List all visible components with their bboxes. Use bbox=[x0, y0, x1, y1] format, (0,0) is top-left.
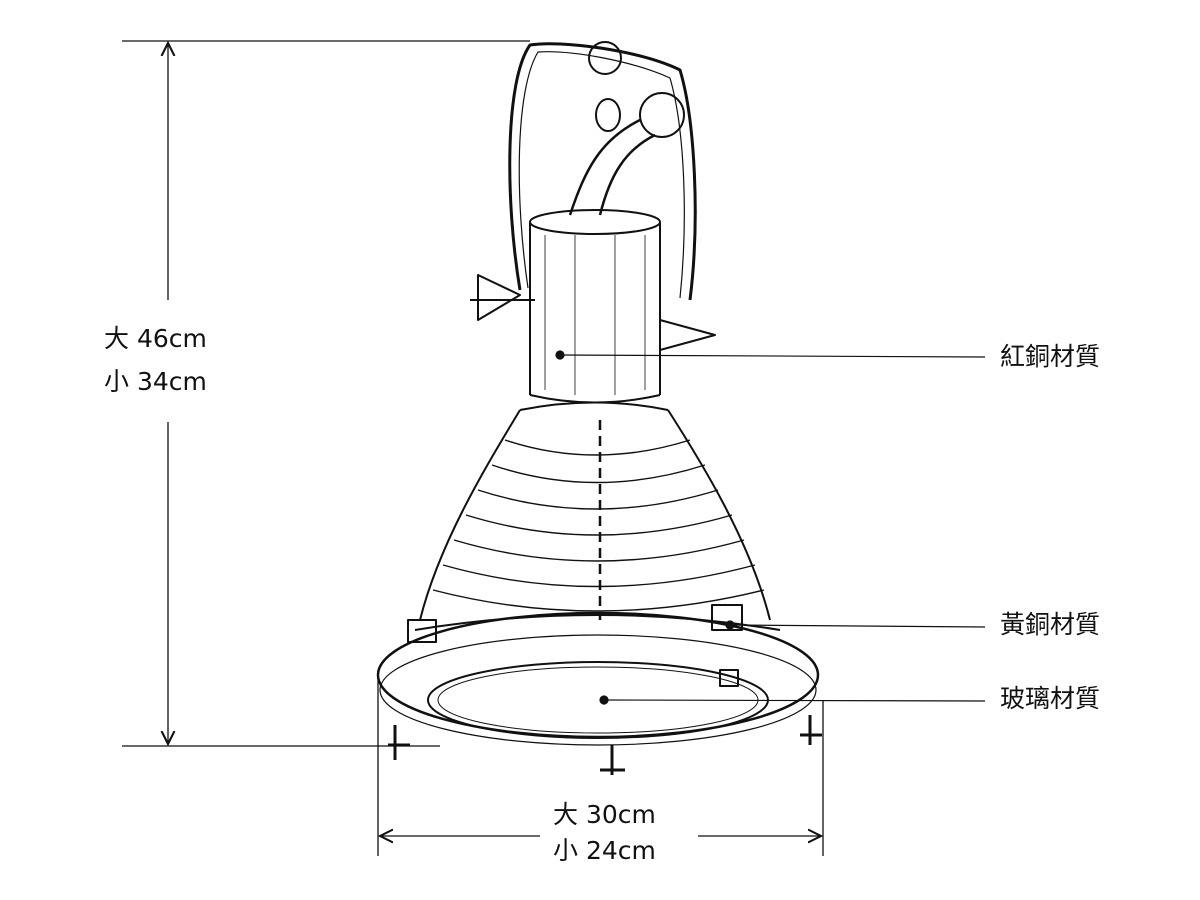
height-dimension bbox=[122, 40, 530, 747]
callout-dot-brass bbox=[725, 620, 735, 630]
width-small-label: 小 24cm bbox=[553, 836, 656, 865]
callout-brass-label: 黃銅材質 bbox=[1000, 610, 1101, 639]
width-dimension bbox=[377, 670, 824, 856]
width-large-label: 大 30cm bbox=[553, 800, 656, 829]
height-small-label: 小 34cm bbox=[104, 367, 207, 396]
lamp-illustration bbox=[376, 41, 822, 775]
height-large-label: 大 46cm bbox=[104, 324, 207, 353]
callout-line-copper bbox=[559, 354, 986, 358]
callout-glass-label: 玻璃材質 bbox=[1000, 684, 1101, 713]
callout-dot-copper bbox=[555, 350, 565, 360]
callout-dot-glass bbox=[599, 695, 609, 705]
callout-copper-label: 紅銅材質 bbox=[1000, 342, 1101, 371]
callout-line-brass bbox=[729, 624, 986, 628]
callout-line-glass bbox=[603, 699, 986, 702]
